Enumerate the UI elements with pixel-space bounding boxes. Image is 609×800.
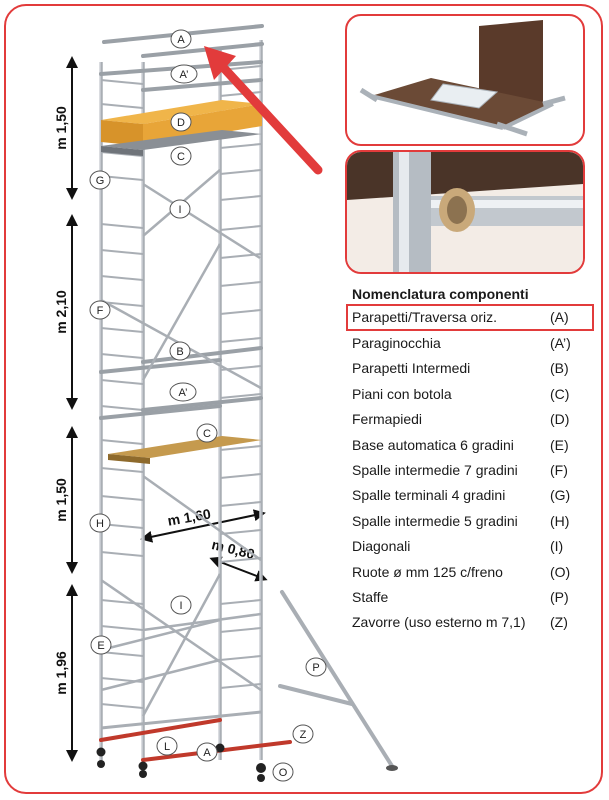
legend-item-o: Ruote ø mm 125 c/freno (O) — [346, 560, 592, 585]
toe-board-side — [143, 104, 262, 146]
legend-item-z: Zavorre (uso esterno m 7,1) (Z) — [346, 610, 592, 635]
legend-item-e: Base automatica 6 gradini (E) — [346, 433, 592, 458]
legend-item-name: Piani con botola — [352, 385, 452, 402]
callout-d: D — [177, 117, 185, 129]
legend-item-a: Parapetti/Traversa oriz. (A) — [346, 304, 594, 331]
legend-item-code: (Z) — [550, 614, 568, 631]
callout-a-prime-top: A’ — [180, 69, 189, 81]
legend-item-name: Staffe — [352, 588, 389, 605]
dimension-lines — [66, 56, 268, 762]
page-border — [4, 4, 603, 794]
outrigger — [278, 590, 394, 768]
component-legend: Nomenclatura componenti Parapetti/Traver… — [346, 286, 594, 636]
top-platform-edge — [101, 146, 143, 156]
dim-height-base: m 1,96 — [53, 651, 69, 695]
outrigger-foot — [386, 765, 398, 771]
callout-i-low: I — [179, 600, 182, 612]
dim-height-third: m 1,50 — [53, 478, 69, 522]
dim-height-top: m 1,50 — [53, 106, 69, 150]
callout-labels: A A’ D C G I F B A’ C H I E P Z L A O — [96, 34, 320, 779]
callout-l: L — [164, 741, 170, 753]
callout-a-prime-mid: A’ — [179, 387, 188, 399]
mid-platform — [108, 436, 262, 458]
legend-item-code: (I) — [550, 538, 564, 555]
legend-title: Nomenclatura componenti — [352, 286, 529, 302]
legend-item-name: Ruote ø mm 125 c/freno — [352, 563, 503, 580]
dim-height-second: m 2,10 — [53, 290, 69, 334]
legend-item-code: (H) — [550, 512, 570, 529]
callout-c-top: C — [177, 151, 185, 163]
callout-g: G — [96, 175, 105, 187]
legend-item-f: Spalle intermedie 7 gradini (F) — [346, 458, 592, 483]
highlight-arrow-head — [204, 46, 236, 80]
dim-width: m 1,60 — [166, 505, 212, 528]
callout-c-mid: C — [203, 428, 211, 440]
legend-item-code: (F) — [550, 461, 568, 478]
callout-f: F — [97, 305, 104, 317]
callout-o: O — [279, 767, 288, 779]
legend-item-code: (P) — [550, 588, 569, 605]
toe-board-front — [101, 120, 143, 146]
photo-platform-trapdoor — [345, 14, 585, 146]
legend-item-name: Fermapiedi — [352, 411, 423, 428]
legend-item-name: Spalle intermedie 5 gradini — [352, 512, 518, 529]
legend-item-c: Piani con botola (C) — [346, 382, 592, 407]
legend-item-name: Diagonali — [352, 538, 411, 555]
legend-item-code: (E) — [550, 436, 569, 453]
legend-item-name: Base automatica 6 gradini — [352, 436, 514, 453]
top-platform — [101, 130, 262, 150]
diagonals — [100, 169, 262, 717]
platform-trapdoor-illustration — [359, 20, 566, 137]
base-rail — [100, 710, 262, 730]
legend-item-code: (O) — [550, 563, 571, 580]
legend-item-name: Spalle terminali 4 gradini — [352, 487, 506, 504]
legend-item-code: (D) — [550, 411, 570, 428]
legend-item-a-prime: Paraginocchia (A’) — [346, 331, 592, 356]
callout-e: E — [97, 640, 104, 652]
mid-platform-edge — [108, 454, 150, 464]
callout-a-bottom: A — [203, 747, 211, 759]
legend-item-i: Diagonali (I) — [346, 534, 592, 559]
highlight-arrow — [217, 61, 323, 175]
legend-item-code: (B) — [550, 360, 569, 377]
legend-item-code: (G) — [550, 487, 571, 504]
legend-item-name: Zavorre (uso esterno m 7,1) — [352, 614, 526, 631]
legend-item-name: Paraginocchia — [352, 335, 441, 351]
legend-item-name: Spalle intermedie 7 gradini — [352, 461, 518, 478]
legend-item-d: Fermapiedi (D) — [346, 407, 592, 432]
callout-p: P — [312, 662, 319, 674]
coupling-detail-illustration — [347, 152, 583, 272]
legend-item-code: (A) — [550, 309, 569, 325]
wheels — [96, 743, 266, 782]
photo-coupling-detail — [345, 150, 585, 274]
toe-board — [101, 100, 262, 124]
legend-item-b: Parapetti Intermedi (B) — [346, 356, 592, 381]
legend-item-g: Spalle terminali 4 gradini (G) — [346, 483, 592, 508]
callout-b: B — [176, 346, 183, 358]
callout-i-top: I — [178, 204, 181, 216]
callout-h: H — [96, 518, 104, 530]
legend-item-code: (A’) — [550, 335, 571, 351]
legend-item-name: Parapetti Intermedi — [352, 360, 471, 377]
callout-z: Z — [300, 729, 307, 741]
legend-item-code: (C) — [550, 385, 570, 402]
callouts — [89, 29, 327, 782]
callout-a-top: A — [177, 34, 185, 46]
legend-item-p: Staffe (P) — [346, 585, 592, 610]
legend-item-name: Parapetti/Traversa oriz. — [352, 309, 497, 325]
legend-item-h: Spalle intermedie 5 gradini (H) — [346, 509, 592, 534]
